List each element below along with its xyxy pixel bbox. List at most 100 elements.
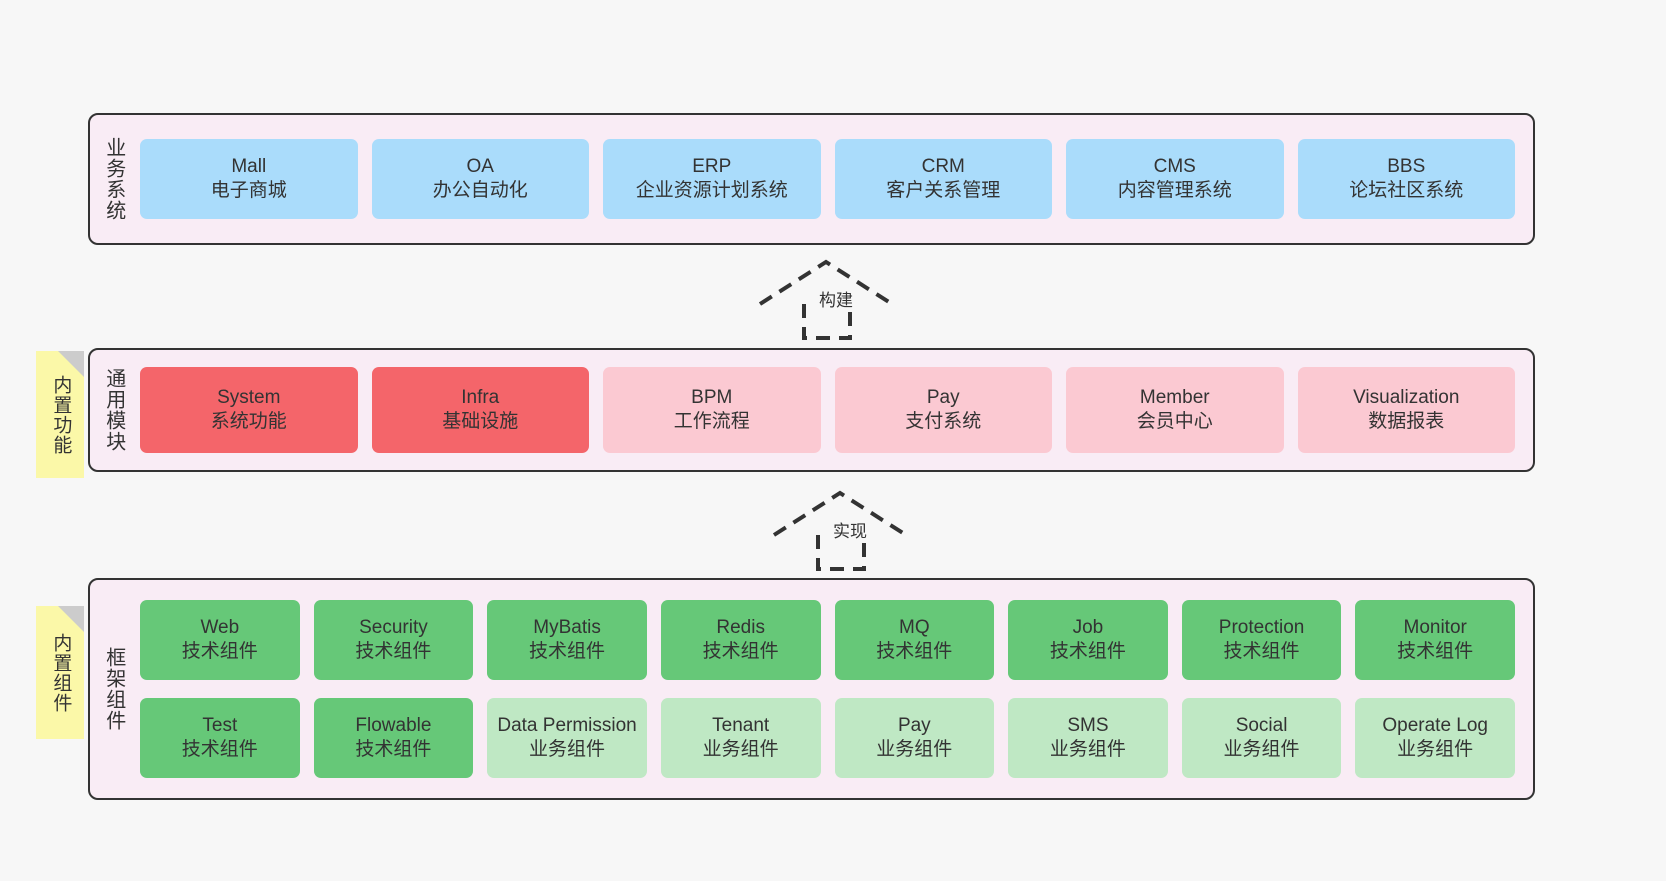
card-subtitle: 企业资源计划系统 [635,180,788,201]
card-subtitle: 技术组件 [181,739,258,760]
card-subtitle: 业务组件 [1223,739,1300,760]
card-subtitle: 技术组件 [876,641,953,662]
card-subtitle: 技术组件 [702,641,779,662]
build-arrow-label: 构建 [816,286,856,311]
card-subtitle: 业务组件 [1397,739,1474,760]
card-title: Tenant [712,715,770,737]
card-subtitle: 基础设施 [442,411,519,432]
builtin-function-sticky-label: 内置功能 [50,374,72,455]
card-title: CRM [921,156,965,178]
common-module-layer-title: 通用模块 [102,368,125,452]
card-subtitle: 会员中心 [1136,411,1213,432]
card-subtitle: 数据报表 [1368,411,1445,432]
card-title: BPM [691,387,733,409]
framework-component-layer-title: 框架组件 [102,647,125,731]
card-title: Data Permission [497,715,637,737]
card-title: Security [359,617,428,639]
card-subtitle: 技术组件 [1223,641,1300,662]
card-subtitle: 技术组件 [355,739,432,760]
card-subtitle: 业务组件 [529,739,606,760]
card-subtitle: 系统功能 [210,411,287,432]
card-title: Test [202,715,238,737]
sticky-fold-corner-icon [58,606,84,632]
card-title: MyBatis [533,617,601,639]
builtin-component-sticky-note: 内置组件 [36,606,84,739]
card-subtitle: 业务组件 [702,739,779,760]
card-title: Pay [926,387,960,409]
builtin-component-sticky-label: 内置组件 [50,632,72,713]
builtin-function-sticky-note: 内置功能 [36,351,84,478]
card-title: ERP [692,156,732,178]
card-title: Member [1139,387,1210,409]
card-title: System [217,387,281,409]
card-subtitle: 工作流程 [673,411,750,432]
card-subtitle: 技术组件 [1397,641,1474,662]
card-title: Protection [1218,617,1305,639]
card-subtitle: 支付系统 [905,411,982,432]
card-subtitle: 内容管理系统 [1117,180,1232,201]
card-subtitle: 办公自动化 [432,180,528,201]
card-title: SMS [1067,715,1109,737]
card-title: BBS [1387,156,1426,178]
card-title: MQ [899,617,930,639]
card-subtitle: 客户关系管理 [886,180,1001,201]
card-title: Visualization [1353,387,1460,409]
card-subtitle: 技术组件 [181,641,258,662]
card-title: Monitor [1403,617,1467,639]
card-title: Operate Log [1382,715,1488,737]
sticky-fold-corner-icon [58,351,84,377]
card-subtitle: 技术组件 [355,641,432,662]
card-title: OA [466,156,494,178]
build-arrow: 构建 [758,258,898,340]
card-title: Job [1072,617,1104,639]
card-subtitle: 业务组件 [876,739,953,760]
card-subtitle: 论坛社区系统 [1349,180,1464,201]
card-subtitle: 技术组件 [1049,641,1126,662]
card-title: Social [1235,715,1288,737]
card-subtitle: 技术组件 [529,641,606,662]
implement-arrow-label: 实现 [830,517,870,542]
card-title: CMS [1153,156,1196,178]
business-system-layer-title: 业务系统 [102,137,125,221]
card-title: Redis [716,617,765,639]
card-title: Flowable [355,715,432,737]
card-title: Pay [897,715,931,737]
